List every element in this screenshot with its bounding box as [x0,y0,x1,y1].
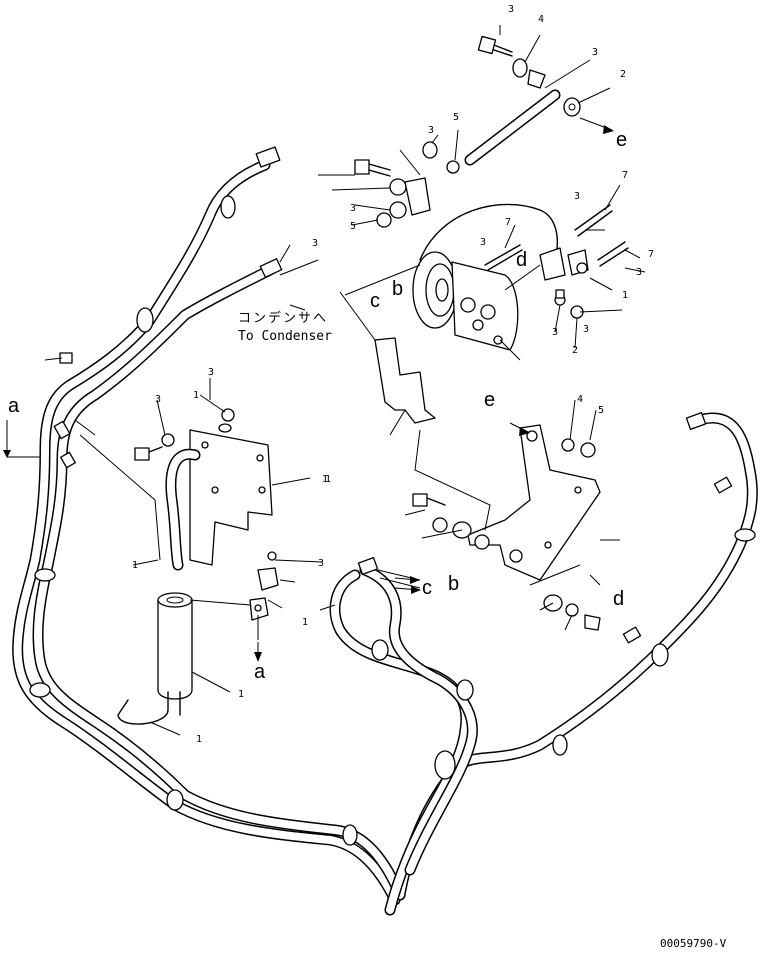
part-number: 3 [574,191,580,202]
part-number: 5 [453,112,459,123]
part-number: 3 [208,367,214,378]
label-b-lower: b [448,573,459,595]
part-number: 2 [620,69,626,80]
adjust-rod [464,89,561,166]
part-number: 1 [322,474,328,485]
left-hose-bundle [12,159,406,906]
part-number: 1 [193,390,199,401]
fasteners [59,35,629,631]
label-d-lower: d [613,588,624,610]
receiver-drier [117,592,193,725]
compressor [412,203,558,351]
drawing-code: 00059790-V [660,937,727,950]
label-e-mid: e [484,389,495,411]
part-number: 1 [622,290,628,301]
label-d-upper: d [516,249,527,271]
label-b-upper: b [392,278,403,300]
part-number: 3 [636,267,642,278]
condenser-note-japanese: コンデンサへ [238,310,328,326]
label-e-upper: e [616,129,627,151]
part-number: 2 [572,345,578,356]
part-number: 7 [505,217,511,228]
part-number: 4 [538,14,544,25]
part-number-callouts: 3 4 3 2 3 5 5 3 3 7 7 3 7 3 1 3 3 2 4 5 … [132,4,654,745]
label-a-bottom: a [254,661,266,683]
compressor-bracket-left [374,337,436,424]
part-number: 3 [350,203,356,214]
label-c-lower: c [422,577,432,599]
part-number: 1 [196,734,202,745]
part-number: 1 [132,560,138,571]
part-number: 1 [325,474,331,485]
part-number: 3 [508,4,514,15]
part-number: 3 [552,327,558,338]
part-number: 5 [598,405,604,416]
reference-letter-labels: a a b c d e e c b d [8,129,627,683]
part-number: 4 [577,394,583,405]
part-number: 5 [350,221,356,232]
label-a-left: a [8,395,20,417]
part-number: 3 [155,394,161,405]
part-number: 3 [318,558,324,569]
hose-fittings [53,146,733,644]
part-number: 7 [622,170,628,181]
hose-clamps [29,195,756,846]
part-number: 3 [592,47,598,58]
condenser-note-english: To Condenser [238,329,332,344]
compressor-bracket-mid [467,424,601,581]
part-number: 1 [302,617,308,628]
part-number: 3 [312,238,318,249]
part-number: 3 [583,324,589,335]
part-number: 1 [238,689,244,700]
part-number: 7 [648,249,654,260]
leader-lines [44,25,646,736]
receiver-hose-loop [165,448,201,571]
receiver-bracket [189,429,273,566]
part-number: 3 [480,237,486,248]
callout-arrows [3,117,614,662]
part-number: 3 [428,125,434,136]
label-c-upper: c [370,290,380,312]
condenser-note: コンデンサへ To Condenser [238,310,332,344]
